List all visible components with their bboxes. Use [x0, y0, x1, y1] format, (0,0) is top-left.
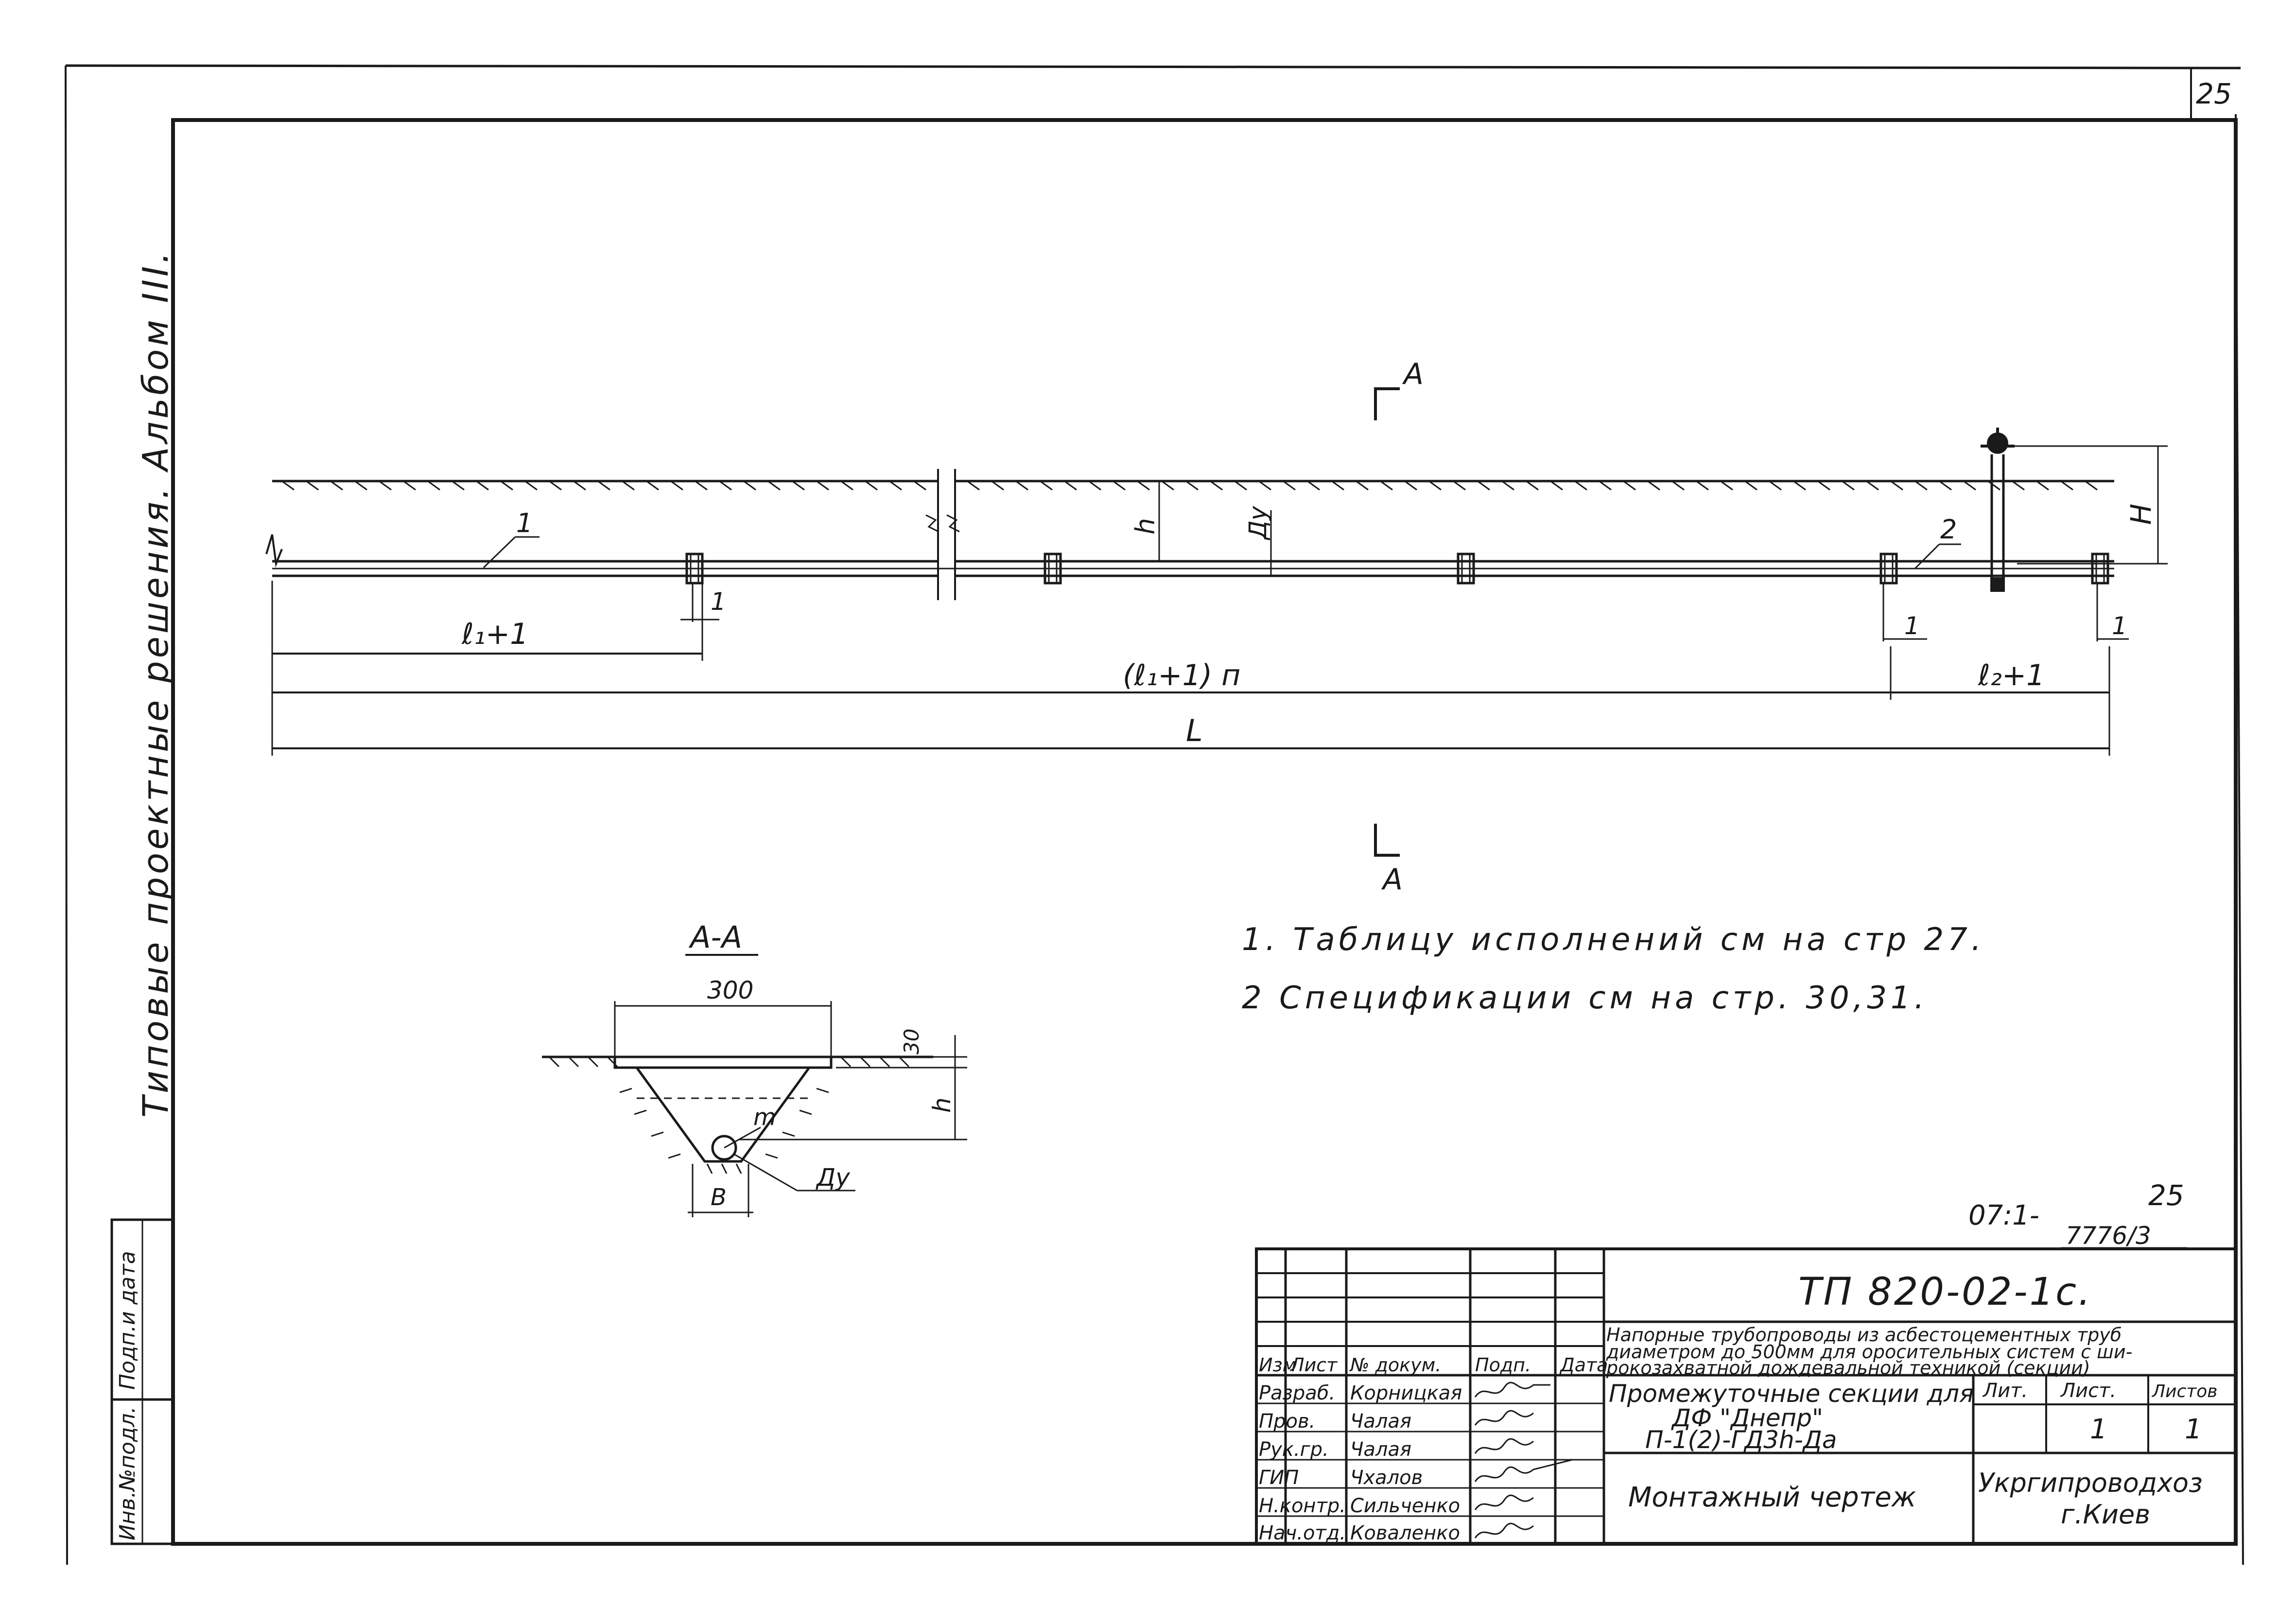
role-3: Рук.гр.: [1259, 1438, 1329, 1461]
dim-1a: 1: [711, 588, 726, 616]
doc-desc-line2: диаметром до 500мм для оросительных сист…: [1606, 1341, 2132, 1363]
dim-H: H: [2124, 503, 2157, 525]
left-stamp: [110, 1218, 174, 1545]
drawing-type: Монтажный чертеж: [1628, 1482, 1916, 1513]
stamp-sign-label: Подп.и дата: [115, 1251, 140, 1390]
stamp-inv-label: Инв.№подл.: [115, 1406, 140, 1540]
hdr-izm: Изм: [1259, 1354, 1296, 1376]
callout-1: 1: [516, 508, 533, 538]
lit-label: Лит.: [1982, 1380, 2028, 1402]
doc-code: ТП 820-02-1с.: [1798, 1270, 2092, 1314]
dim-l1n: (ℓ₁+1) п: [1123, 658, 1240, 692]
hdr-sign: Подп.: [1475, 1354, 1531, 1376]
name-4: Чхалов: [1350, 1467, 1423, 1489]
coupling: [2091, 553, 2109, 585]
archive-page: 25: [2148, 1179, 2184, 1212]
role-5: Н.контр.: [1259, 1495, 1346, 1517]
section-width: 300: [707, 976, 753, 1004]
section-a-a: А-А 300 m Ду 30 h В: [542, 919, 967, 1217]
name-line3: П-1(2)-ГД3h-Дa: [1645, 1426, 1837, 1454]
dim-l2: ℓ₂+1: [1978, 658, 2045, 692]
title-block: [1255, 1247, 2237, 1545]
org-line1: Укргипроводхоз: [1978, 1468, 2203, 1498]
name-2: Чалая: [1350, 1410, 1411, 1433]
section-b: В: [711, 1184, 727, 1211]
hdr-doc: № докум.: [1349, 1354, 1441, 1376]
org-line2: г.Киев: [2061, 1499, 2150, 1530]
section-title: А-А: [688, 919, 742, 955]
section-m: m: [753, 1104, 776, 1131]
coupling: [1879, 553, 1898, 585]
plan-view: А А 1 2 h Ду H 1 1 1 ℓ₁+1: [265, 357, 2168, 897]
sheet-value: 1: [2090, 1414, 2107, 1445]
section-pipe: [711, 1135, 737, 1161]
dim-h: h: [1130, 518, 1161, 535]
coupling: [685, 553, 704, 585]
dim-l1: ℓ₁+1: [461, 617, 528, 651]
archive-number: 7776/3: [2066, 1222, 2151, 1250]
section-mark-top: А: [1402, 357, 1424, 391]
role-2: Пров.: [1259, 1410, 1315, 1433]
dim-du: Ду: [1244, 505, 1272, 540]
name-6: Коваленко: [1350, 1522, 1460, 1544]
doc-desc-line3: рокозахватной дождевальной техникой (сек…: [1606, 1357, 2090, 1379]
note-2: 2 Спецификации см на стр. 30,31.: [1242, 980, 1928, 1016]
role-6: Нач.отд.: [1259, 1522, 1346, 1544]
hdr-list: Лист: [1289, 1354, 1338, 1376]
name-5: Сильченко: [1350, 1495, 1460, 1517]
sheets-label: Листов: [2151, 1382, 2217, 1401]
ground-hatch: [281, 480, 2098, 491]
doc-desc-line1: Напорные трубопроводы из асбестоцементны…: [1606, 1324, 2122, 1346]
name-line1: Промежуточные секции для: [1609, 1380, 1974, 1408]
note-1: 1. Таблицу исполнений см на стр 27.: [1242, 922, 1985, 958]
section-h: h: [928, 1097, 956, 1113]
name-3: Чалая: [1350, 1438, 1411, 1461]
sheet-frame: [65, 64, 2244, 1565]
side-title: Типовые проектные решения. Альбом III.: [135, 249, 176, 1118]
hdr-date: Дата: [1559, 1354, 1608, 1376]
coupling: [1457, 553, 1475, 585]
section-depth-30: 30: [900, 1029, 923, 1054]
sheet-label: Лист.: [2060, 1380, 2116, 1402]
section-du: Ду: [816, 1163, 851, 1192]
coupling: [1044, 553, 1062, 585]
callout-2: 2: [1940, 514, 1957, 545]
sheets-value: 1: [2185, 1414, 2202, 1445]
hydrant-riser: [1981, 428, 2168, 592]
dim-1b: 1: [1904, 612, 1920, 640]
dim-L: L: [1186, 713, 1203, 748]
page-number: 25: [2196, 77, 2232, 110]
archive-code: 07:1-: [1968, 1200, 2039, 1231]
section-mark-bottom: А: [1381, 863, 1403, 897]
name-1: Корницкая: [1350, 1382, 1462, 1404]
notes: 1. Таблицу исполнений см на стр 27. 2 Сп…: [1242, 922, 1985, 1016]
role-1: Разраб.: [1259, 1382, 1335, 1404]
role-4: ГИП: [1259, 1467, 1299, 1489]
dim-1c: 1: [2112, 612, 2127, 640]
name-line2: ДФ "Днепр": [1671, 1404, 1823, 1432]
signatures: [1474, 1382, 1573, 1538]
